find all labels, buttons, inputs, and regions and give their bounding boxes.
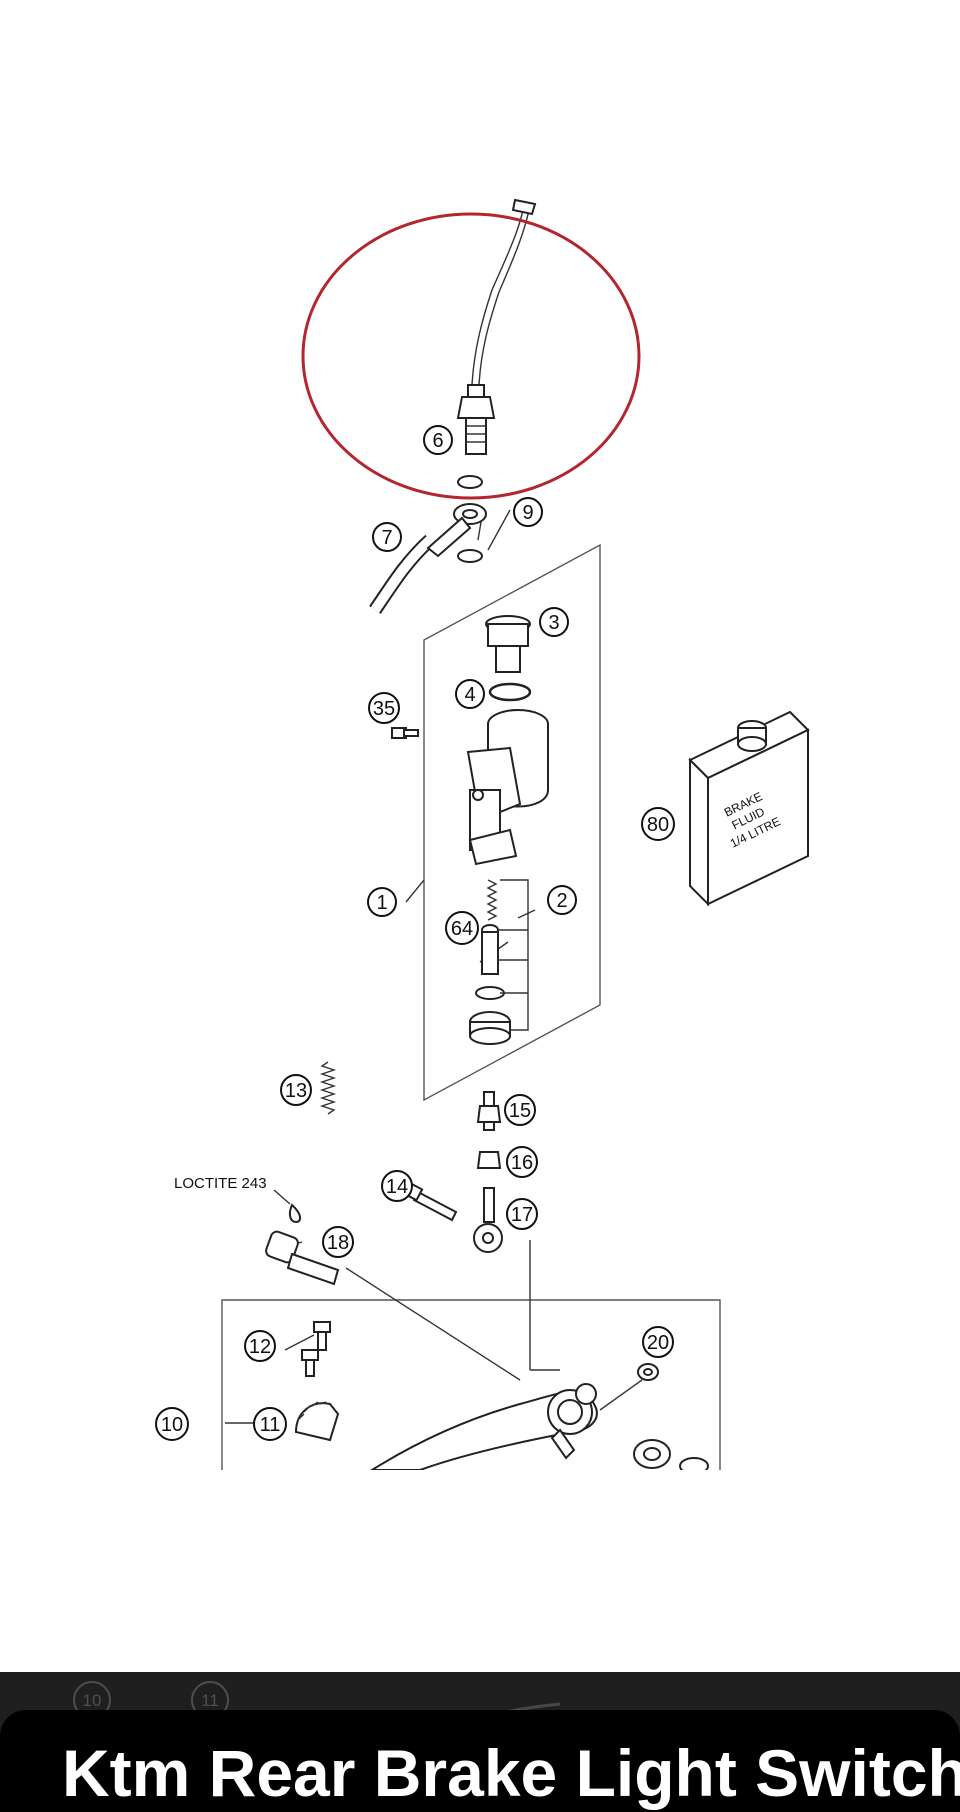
o-ring (488, 682, 532, 702)
strip-callout-11: 11 (201, 1691, 219, 1710)
callout-64: 64 (445, 911, 479, 945)
svg-text:20: 20 (647, 1332, 669, 1354)
callout-6: 6 (423, 425, 453, 455)
svg-text:35: 35 (373, 698, 395, 720)
callout-4: 4 (455, 679, 485, 709)
svg-text:1: 1 (376, 892, 387, 914)
svg-text:13: 13 (285, 1080, 307, 1102)
callout-10: 10 (155, 1407, 189, 1441)
svg-text:2: 2 (556, 890, 567, 912)
pedal-bolt (265, 1189, 340, 1286)
leader-lines (225, 509, 643, 1424)
svg-text:14: 14 (386, 1176, 408, 1198)
caption-bar (0, 1710, 960, 1812)
svg-text:80: 80 (647, 814, 669, 836)
callout-13: 13 (280, 1074, 312, 1106)
callout-80: 80 (641, 807, 675, 841)
callout-35: 35 (368, 692, 400, 724)
reservoir-cap (485, 615, 531, 673)
spring-13 (319, 1061, 337, 1115)
bolt-35 (391, 727, 419, 739)
assembly-frame-master-cylinder (423, 543, 601, 1102)
callout-11: 11 (253, 1407, 287, 1441)
callout-2: 2 (547, 885, 577, 915)
callout-17: 17 (506, 1198, 538, 1230)
brake-pedal (294, 1383, 709, 1470)
callout-18: 18 (322, 1226, 354, 1258)
svg-text:9: 9 (522, 502, 533, 524)
svg-text:16: 16 (511, 1152, 533, 1174)
push-rod (404, 1091, 503, 1253)
exploded-parts-diagram: BRAKE FLUID 1/4 LITRE (155, 198, 810, 1470)
callout-9: 9 (513, 497, 543, 527)
brake-fluid-container: BRAKE FLUID 1/4 LITRE (688, 710, 810, 907)
svg-text:64: 64 (451, 918, 473, 940)
svg-text:15: 15 (509, 1100, 531, 1122)
caption-title: Ktm Rear Brake Light Switch (62, 1736, 960, 1810)
callout-15: 15 (504, 1094, 536, 1126)
svg-text:12: 12 (249, 1336, 271, 1358)
highlight-ellipse (301, 212, 641, 500)
callout-14: 14 (381, 1170, 413, 1202)
svg-text:10: 10 (161, 1414, 183, 1436)
callout-1: 1 (367, 887, 397, 917)
small-bolts (301, 1321, 659, 1381)
svg-text:4: 4 (464, 684, 475, 706)
strip-callout-10: 10 (83, 1691, 102, 1710)
loctite-label: LOCTITE 243 (174, 1175, 267, 1192)
callout-20: 20 (642, 1326, 674, 1358)
svg-text:18: 18 (327, 1232, 349, 1254)
callout-16: 16 (506, 1146, 538, 1178)
svg-text:11: 11 (260, 1414, 281, 1436)
svg-text:6: 6 (432, 430, 443, 452)
piston-assembly (469, 879, 529, 1045)
brake-hose (369, 503, 487, 614)
callout-3: 3 (539, 607, 569, 637)
brake-light-switch (456, 198, 537, 489)
assembly-frame-pedal (221, 1299, 721, 1470)
svg-text:17: 17 (511, 1204, 533, 1226)
callout-12: 12 (244, 1330, 276, 1362)
callout-7: 7 (372, 522, 402, 552)
svg-text:7: 7 (381, 527, 392, 549)
master-cylinder-body (466, 709, 549, 866)
svg-text:3: 3 (548, 612, 559, 634)
